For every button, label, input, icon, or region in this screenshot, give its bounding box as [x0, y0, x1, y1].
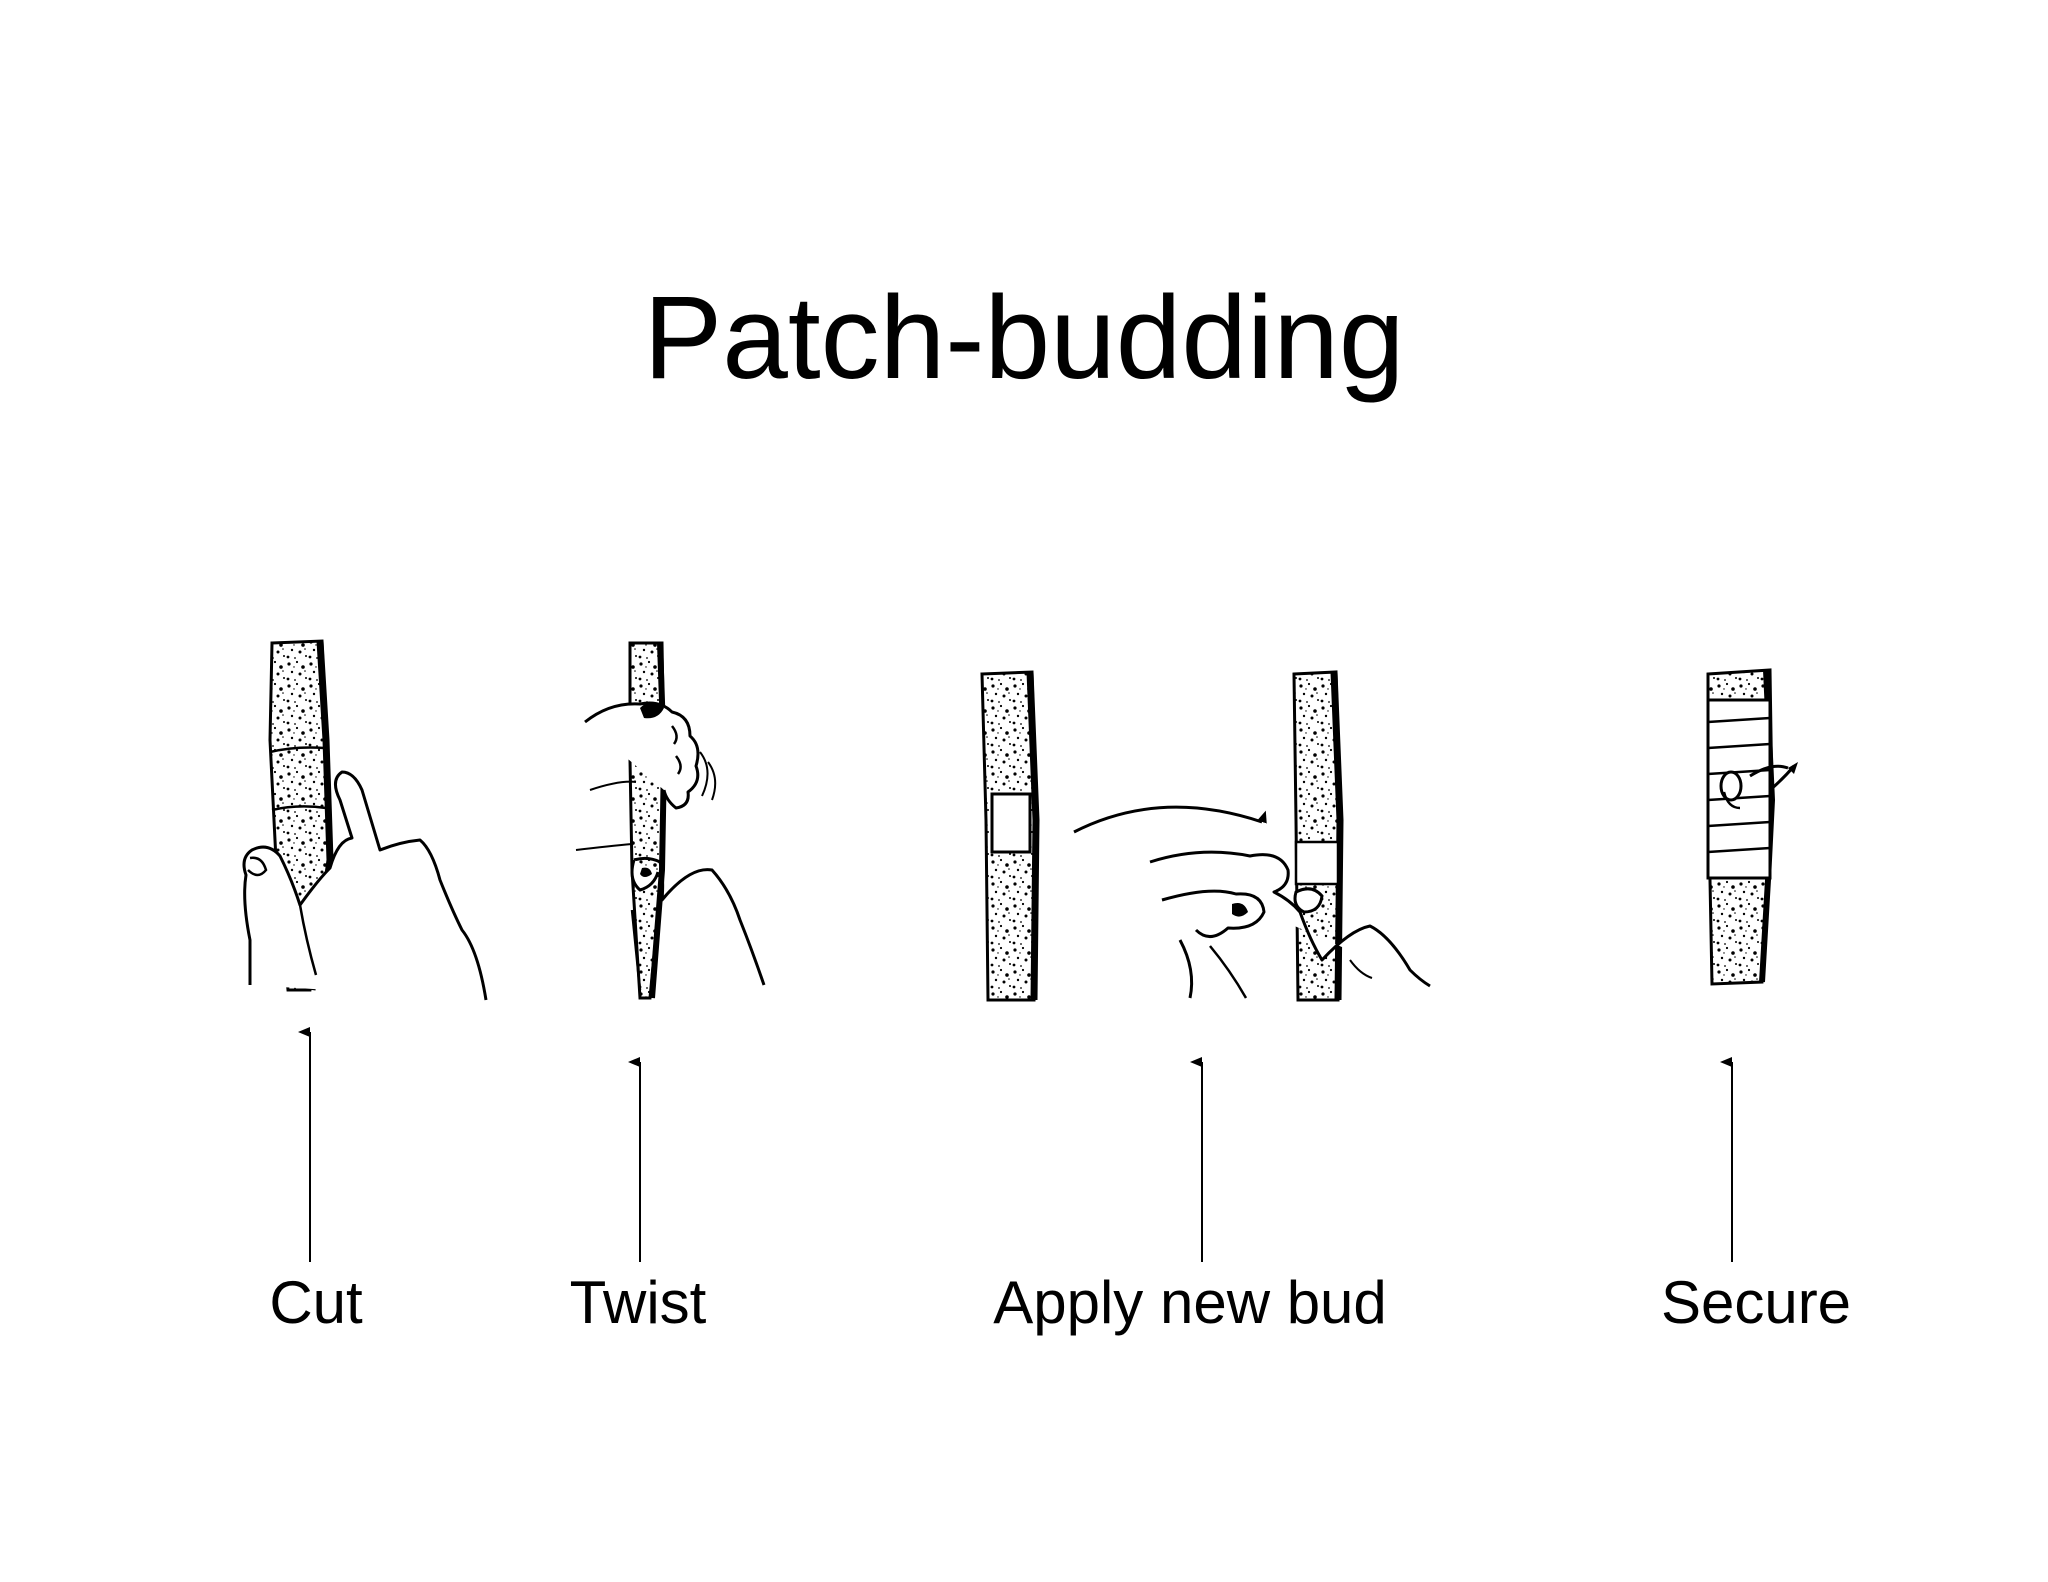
transfer-arrow	[1073, 805, 1267, 834]
illustration-apply-new-bud	[980, 670, 1431, 1002]
hand-twist-upper	[584, 701, 700, 810]
step-label-apply-new-bud: Apply new bud	[993, 1269, 1387, 1336]
hand-apply	[1149, 850, 1431, 988]
step-label-twist: Twist	[569, 1269, 707, 1336]
step-label-secure: Secure	[1660, 1269, 1852, 1336]
slide-title: Patch-budding	[643, 272, 1405, 404]
bud-eye	[1719, 770, 1743, 802]
step-label-cut: Cut	[269, 1269, 363, 1336]
illustration-secure	[1706, 668, 1798, 986]
hand-twist-lower	[633, 856, 766, 986]
hand-cut	[242, 770, 488, 1001]
illustration-cut	[242, 639, 488, 1001]
removed-patch-gap	[990, 792, 1032, 854]
illustration-twist	[575, 641, 766, 1000]
